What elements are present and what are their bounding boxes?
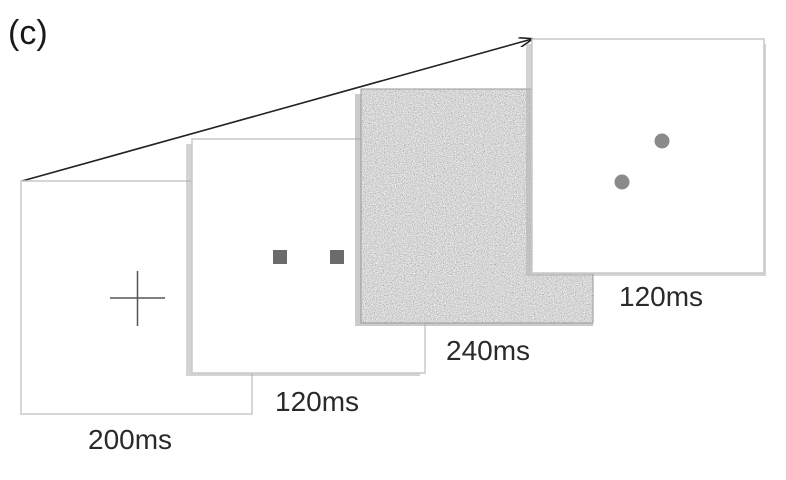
duration-label-stimulus: 120ms (275, 386, 360, 417)
fixation-cross-icon (110, 271, 165, 326)
panel-label: (c) (8, 14, 48, 52)
frame-probe (526, 38, 766, 276)
duration-label-fixation: 200ms (88, 424, 173, 455)
probe-dot-lower (614, 174, 630, 190)
stimulus-square-right (330, 250, 344, 264)
duration-label-probe: 120ms (619, 281, 704, 312)
stimulus-square-left (273, 250, 287, 264)
duration-label-mask: 240ms (446, 335, 531, 366)
probe-dot-upper (654, 133, 670, 149)
time-arrow (21, 39, 532, 182)
